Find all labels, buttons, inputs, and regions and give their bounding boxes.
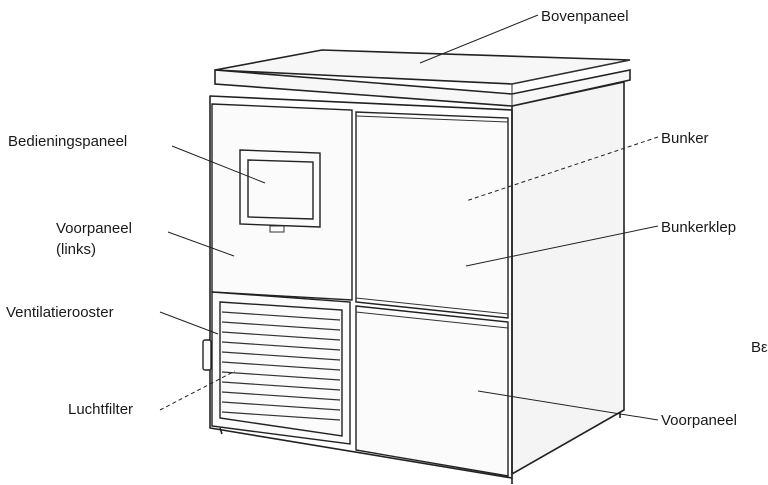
label-air-filter: Luchtfilter [68,401,133,418]
label-bin: Bunker [661,130,709,147]
side-knob [202,339,212,371]
leader-lines [159,14,659,421]
leader-bin-door [465,225,659,267]
bin-door-panel [355,111,509,319]
label-top-panel: Bovenpaneel [541,8,629,25]
label-cut-off: Bε [751,339,768,356]
label-front-panel-left-line2: (links) [56,241,96,258]
leader-front-panel [477,390,659,421]
leader-air-filter [159,370,236,411]
control-panel-screen [247,159,314,220]
labels: Bovenpaneel Bedieningspaneel Bunker Voor… [6,8,768,429]
front-panel-lower [355,305,509,477]
leader-bin [465,136,659,202]
vent-slats [221,311,341,421]
leader-top-panel [419,14,539,64]
label-front-panel: Voorpaneel [661,412,737,429]
leader-control-panel [171,145,266,184]
machine-side-panel [511,81,625,476]
leader-vent-grille [159,311,219,335]
machine-illustration [202,49,631,484]
label-front-panel-left-line1: Voorpaneel [56,220,132,237]
vent-grille-inner [219,301,343,437]
label-bin-door: Bunkerklep [661,219,736,236]
label-control-panel: Bedieningspaneel [8,133,127,150]
leader-front-panel-left [167,231,235,257]
label-vent-grille: Ventilatierooster [6,304,114,321]
